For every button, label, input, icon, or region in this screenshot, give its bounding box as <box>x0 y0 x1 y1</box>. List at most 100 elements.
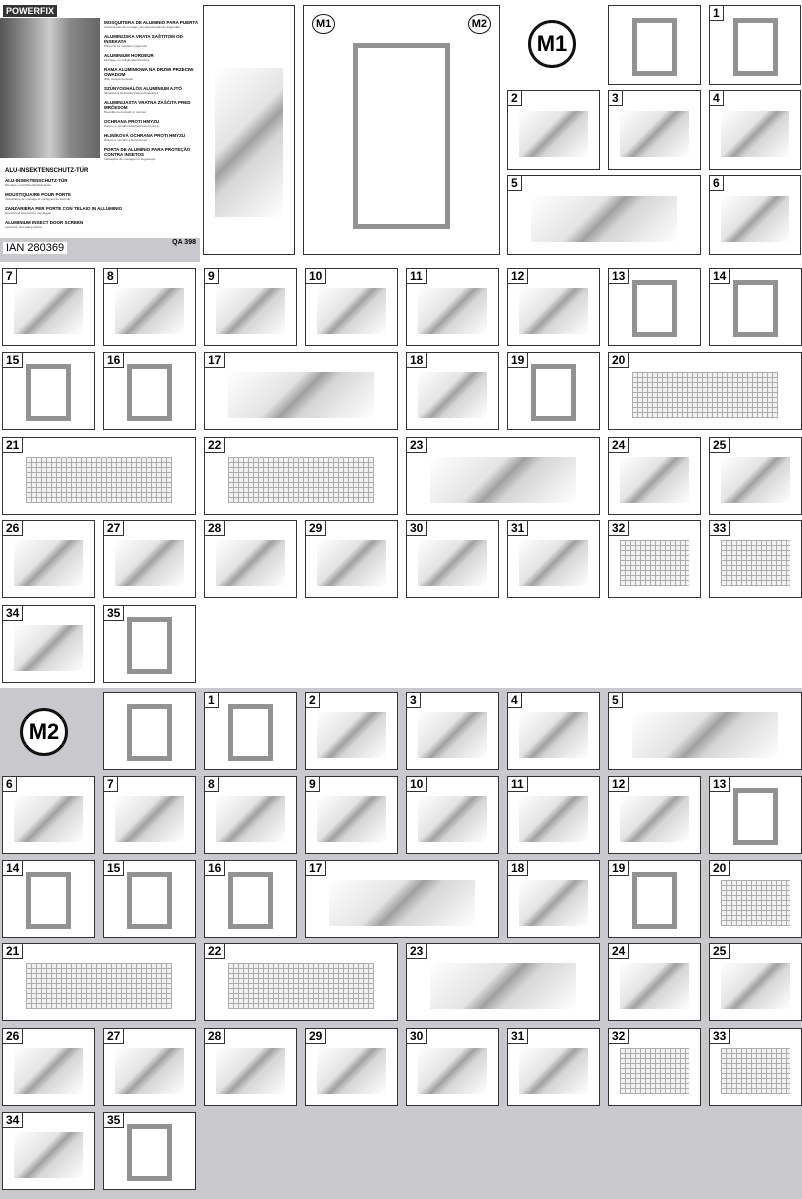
step-number: 14 <box>3 861 24 876</box>
step-panel: 24 <box>608 437 701 515</box>
step-illustration <box>114 1048 185 1094</box>
step-illustration <box>518 1048 589 1094</box>
language-subtitle: Indicações de montagem e segurança <box>104 157 155 161</box>
step-illustration <box>632 372 778 418</box>
language-title: RAMA ALUMINIOWA NA DRZWI PRZECIW OWADOM <box>104 67 194 77</box>
step-number: 27 <box>104 521 125 536</box>
step-number: 1 <box>205 693 219 708</box>
step-number: 31 <box>508 1029 529 1044</box>
step-panel: 15 <box>2 352 95 430</box>
step-number: 15 <box>3 353 24 368</box>
language-entry: ZANZARIERA PER PORTE CON TELAIO IN ALLUM… <box>5 206 125 215</box>
step-number: 17 <box>205 353 226 368</box>
step-panel: 5 <box>507 175 701 255</box>
step-number: 16 <box>205 861 226 876</box>
brand-logo: POWERFIX <box>3 5 58 17</box>
cover-footer: IAN 280369 QA 398 <box>0 238 200 262</box>
step-illustration <box>26 963 172 1009</box>
language-entry: ALUMINIJASTA VRATNA ZAŠČITA PRED MRČESOM… <box>104 100 200 114</box>
step-panel: 17 <box>305 860 499 938</box>
step-panel: 23 <box>406 437 600 515</box>
step-illustration <box>316 540 387 586</box>
step-panel: 21 <box>2 943 196 1021</box>
step-panel: 7 <box>2 268 95 346</box>
language-title: ALUMINIUM HORDEUR <box>104 53 154 58</box>
step-panel: 21 <box>2 437 196 515</box>
step-illustration <box>228 457 374 503</box>
language-subtitle: Tanácsok a biztonsági összeszereléshez <box>104 91 159 95</box>
step-number: 17 <box>306 861 327 876</box>
step-illustration <box>720 195 790 243</box>
step-number: 3 <box>407 693 421 708</box>
step-illustration <box>518 288 589 334</box>
model-number: QA 398 <box>172 239 196 246</box>
step-panel: 13 <box>709 776 802 854</box>
step-panel: 19 <box>507 352 600 430</box>
step-panel: 10 <box>406 776 499 854</box>
step-number: 8 <box>205 777 219 792</box>
cover-photo <box>0 18 100 158</box>
step-illustration <box>13 540 84 586</box>
step-number: 11 <box>508 777 528 792</box>
step-number: 28 <box>205 1029 226 1044</box>
step-number: 25 <box>710 944 731 959</box>
step-panel: 17 <box>204 352 398 430</box>
illustration-panel <box>203 5 295 255</box>
step-panel: 1 <box>709 5 801 85</box>
step-number: 19 <box>609 861 630 876</box>
step-panel: 33 <box>709 1028 802 1106</box>
step-number: 32 <box>609 1029 630 1044</box>
step-panel: 6 <box>709 175 801 255</box>
step-number: 21 <box>3 944 24 959</box>
step-illustration <box>518 540 589 586</box>
step-number: 26 <box>3 521 24 536</box>
language-title: ALUMINIJSKA VRATA SAŠTITOM OD INSEKATA <box>104 34 183 44</box>
step-illustration <box>316 712 387 758</box>
step-number: 26 <box>3 1029 24 1044</box>
step-number: 10 <box>407 777 428 792</box>
language-subtitle: Instructions de montage et consignes de … <box>5 197 71 201</box>
step-illustration <box>732 17 778 77</box>
step-illustration <box>329 880 475 926</box>
step-panel: 25 <box>709 943 802 1021</box>
step-number: 14 <box>710 269 731 284</box>
step-panel: 14 <box>2 860 95 938</box>
step-illustration <box>126 617 173 675</box>
step-panel: 22 <box>204 943 398 1021</box>
step-illustration <box>417 796 488 842</box>
step-number: 32 <box>609 521 630 536</box>
step-illustration <box>619 796 690 842</box>
step-illustration <box>316 796 387 842</box>
step-panel: 30 <box>406 520 499 598</box>
step-panel: 32 <box>608 520 701 598</box>
step-illustration <box>619 110 690 158</box>
step-illustration <box>114 796 185 842</box>
step-illustration <box>228 372 374 418</box>
step-number: 25 <box>710 438 731 453</box>
step-number: 21 <box>3 438 24 453</box>
step-number: 12 <box>609 777 630 792</box>
step-illustration <box>417 1048 488 1094</box>
step-illustration <box>227 704 274 762</box>
language-title: MOUSTIQUAIRE POUR PORTE <box>5 192 72 197</box>
step-illustration <box>126 364 173 422</box>
step-number: 3 <box>609 91 623 106</box>
step-number: 11 <box>407 269 427 284</box>
step-illustration <box>25 364 72 422</box>
step-illustration <box>720 540 791 586</box>
step-number: 35 <box>104 1113 125 1128</box>
step-number: 9 <box>306 777 320 792</box>
step-panel: 7 <box>103 776 196 854</box>
step-number: 18 <box>508 861 529 876</box>
step-number: 20 <box>710 861 731 876</box>
illustration-panel <box>608 5 701 85</box>
step-panel: 34 <box>2 605 95 683</box>
step-panel: 10 <box>305 268 398 346</box>
step-illustration <box>352 43 451 230</box>
